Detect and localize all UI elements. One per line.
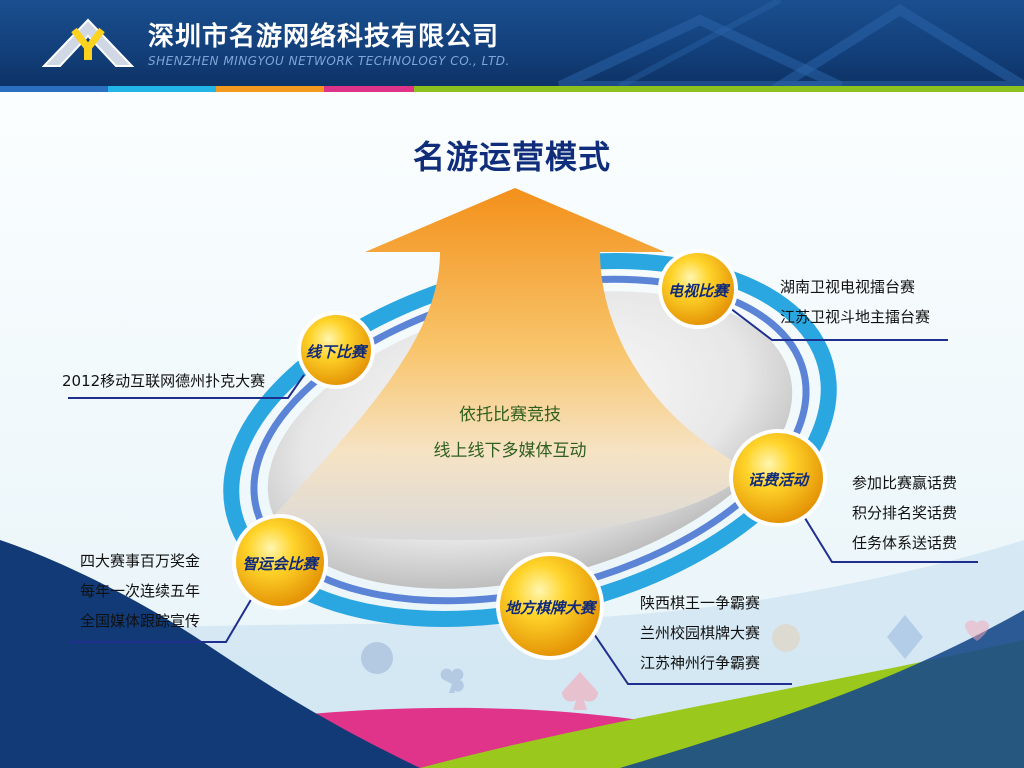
sports-items: 四大赛事百万奖金 每年一次连续五年 全国媒体跟踪宣传: [80, 546, 200, 636]
header-stripe-magenta: [324, 86, 414, 92]
company-logo-icon: [41, 18, 135, 67]
list-item: 江苏卫视斗地主擂台赛: [780, 308, 931, 326]
list-item: 陕西棋王一争霸赛: [640, 594, 761, 612]
list-item: 2012移动互联网德州扑克大赛: [62, 372, 266, 390]
list-item: 参加比赛赢话费: [852, 474, 958, 492]
connector-tv: [729, 307, 948, 341]
connector-phone: [799, 509, 978, 563]
badge-tv: [658, 249, 738, 329]
local-items: 陕西棋王一争霸赛 兰州校园棋牌大赛 江苏神州行争霸赛: [640, 588, 760, 678]
badge-offline: [297, 311, 375, 389]
badge-label-sports: 智运会比赛: [242, 555, 318, 573]
chess-piece-icon: [772, 624, 800, 652]
badge-phone: [729, 429, 827, 527]
header-stripe-cyan: [108, 86, 216, 92]
badge-label-tv: 电视比赛: [667, 282, 728, 300]
wave-blue-right: [620, 610, 1024, 768]
connector-local: [593, 633, 792, 685]
header-decoration: [557, 0, 1024, 86]
phone-items: 参加比赛赢话费 积分排名奖话费 任务体系送话费: [852, 468, 957, 558]
company-name-en: SHENZHEN MINGYOU NETWORK TECHNOLOGY CO.,…: [148, 54, 510, 68]
offline-items: 2012移动互联网德州扑克大赛: [62, 366, 265, 396]
list-item: 湖南卫视电视擂台赛: [780, 278, 916, 296]
badge-label-local: 地方棋牌大赛: [504, 599, 595, 617]
header-stripe-blue: [0, 86, 108, 92]
header-bar: 深圳市名游网络科技有限公司 SHENZHEN MINGYOU NETWORK T…: [0, 0, 1024, 86]
badge-local: [496, 552, 604, 660]
list-item: 江苏神州行争霸赛: [640, 654, 761, 672]
company-name-cn: 深圳市名游网络科技有限公司: [148, 22, 500, 52]
wave-blue-left: [0, 540, 420, 768]
connector-offline: [68, 374, 305, 399]
list-item: 每年一次连续五年: [80, 582, 201, 600]
center-text-line1: 依托比赛竞技: [459, 405, 561, 425]
diamond-icon: [887, 615, 923, 659]
list-item: 任务体系送话费: [852, 534, 958, 552]
spade-icon: [561, 672, 599, 710]
club-icon: [440, 668, 464, 693]
page-title: 名游运营模式: [412, 138, 611, 176]
growth-arrow: [270, 188, 750, 540]
chess-piece-icon: [361, 642, 393, 674]
heart-icon: [965, 620, 989, 641]
list-item: 四大赛事百万奖金: [80, 552, 201, 570]
list-item: 兰州校园棋牌大赛: [640, 624, 761, 642]
connector-sports: [70, 597, 253, 643]
badge-label-phone: 话费活动: [747, 471, 808, 489]
list-item: 积分排名奖话费: [852, 504, 958, 522]
tv-items: 湖南卫视电视擂台赛 江苏卫视斗地主擂台赛: [780, 272, 930, 332]
badge-label-offline: 线下比赛: [305, 343, 366, 361]
header-stripe-green: [414, 86, 1024, 92]
list-item: 全国媒体跟踪宣传: [80, 612, 201, 630]
center-text-line2: 线上线下多媒体互动: [433, 441, 587, 461]
badge-sports: [232, 514, 328, 610]
header-stripe-orange: [216, 86, 324, 92]
